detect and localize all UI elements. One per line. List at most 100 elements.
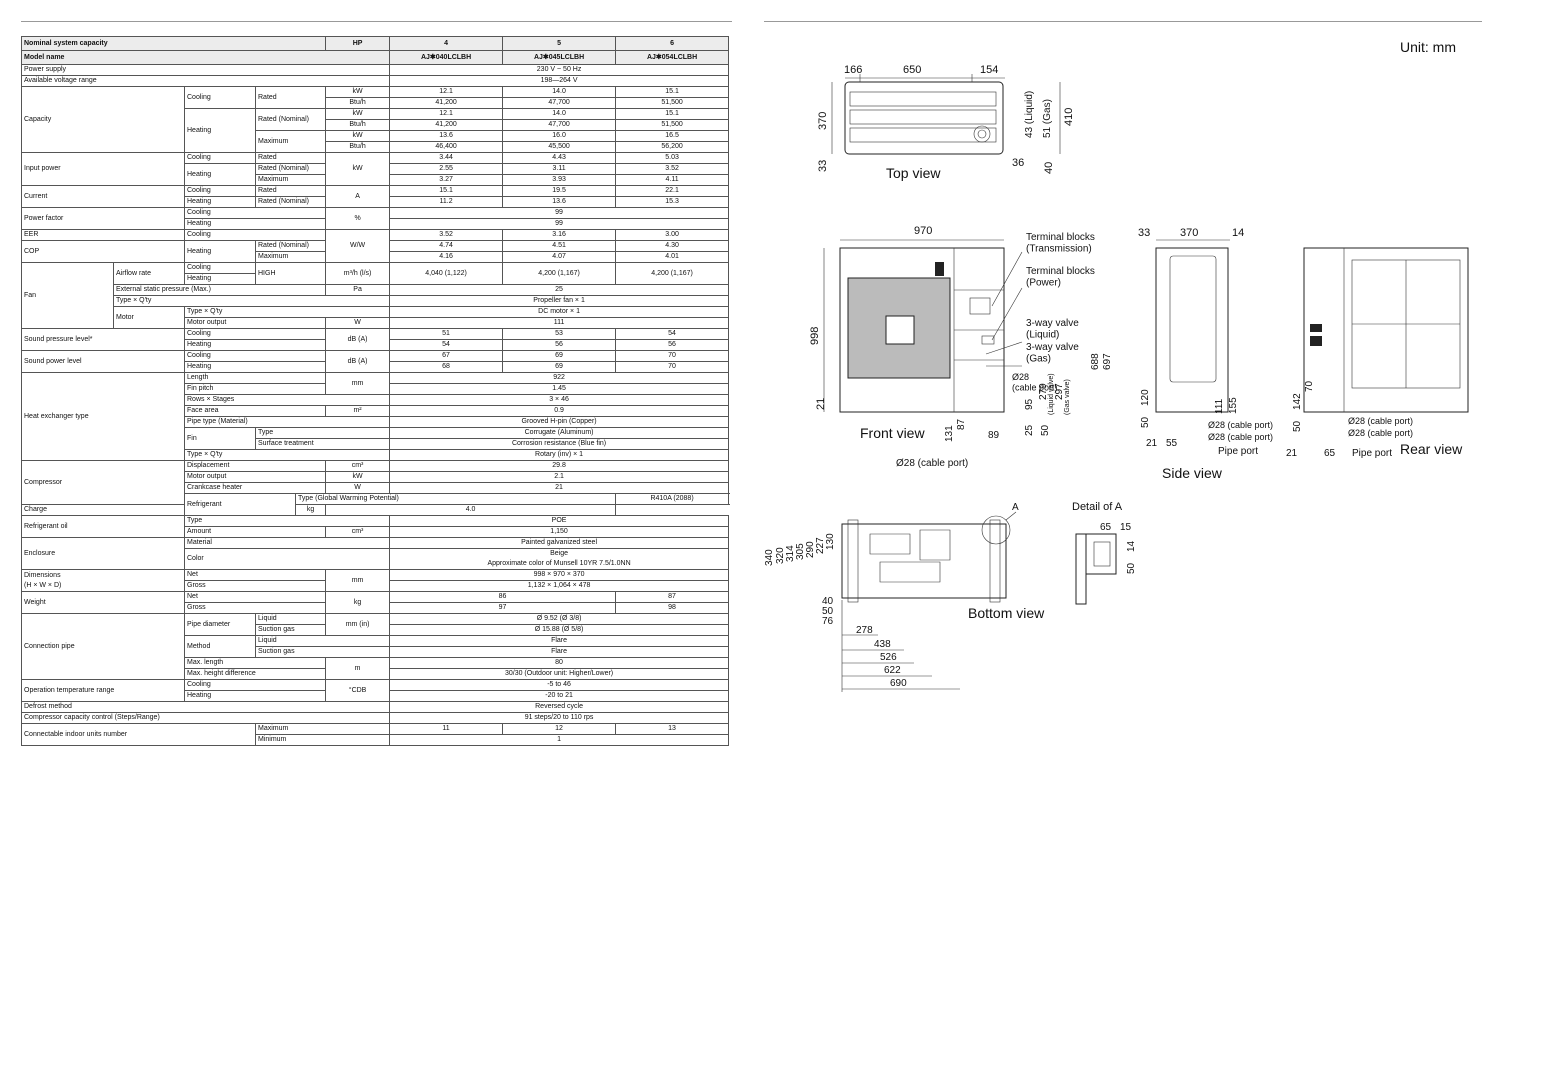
spec-cell: Rated (Nominal) bbox=[254, 108, 327, 131]
spec-cell: 4.01 bbox=[615, 251, 730, 263]
bottom-left-dims: 340 320 314 305 290 227 130 bbox=[764, 533, 836, 566]
top-d33: 33 bbox=[817, 160, 829, 172]
front-d25: 25 bbox=[1024, 424, 1035, 436]
detail-a: Detail of A 65 15 14 50 bbox=[1072, 501, 1137, 605]
spec-cell: 11 bbox=[389, 723, 504, 735]
side-d50: 50 bbox=[1140, 416, 1151, 428]
spec-cell: 3.27 bbox=[389, 174, 504, 186]
spec-cell: 3.00 bbox=[615, 229, 730, 241]
spec-cell: 4.51 bbox=[502, 240, 617, 252]
spec-cell: Heating bbox=[183, 218, 327, 230]
spec-cell: 13.6 bbox=[389, 130, 504, 142]
spec-cell: EER bbox=[21, 229, 185, 241]
front-view-label: Front view bbox=[860, 425, 925, 441]
spec-cell: Max. height difference bbox=[183, 668, 327, 680]
top-d650: 650 bbox=[903, 64, 921, 76]
spec-cell: Motor bbox=[113, 306, 185, 329]
spec-cell: Pipe diameter bbox=[184, 613, 256, 636]
spec-cell: 3 × 46 bbox=[389, 394, 730, 406]
spec-cell: 70 bbox=[615, 350, 730, 362]
spec-cell: Nominal system capacity bbox=[20, 36, 327, 51]
spec-cell: % bbox=[325, 207, 391, 230]
spec-cell: Btu/h bbox=[325, 141, 391, 153]
spec-cell: 6 bbox=[615, 36, 730, 51]
spec-cell: Heating bbox=[184, 163, 256, 186]
spec-cell: HIGH bbox=[254, 262, 327, 285]
spec-cell: 2.55 bbox=[389, 163, 504, 175]
spec-cell: 99 bbox=[389, 207, 730, 219]
spec-cell: Enclosure bbox=[21, 537, 185, 570]
spec-cell: 21 bbox=[389, 482, 730, 494]
spec-cell: cm³ bbox=[325, 460, 391, 472]
front-d998: 998 bbox=[809, 327, 821, 345]
spec-cell: Type (Global Warming Potential) bbox=[294, 493, 617, 505]
spec-cell: Compressor capacity control (Steps/Range… bbox=[20, 712, 391, 724]
front-d95: 95 bbox=[1024, 398, 1035, 410]
spec-cell: Flare bbox=[389, 646, 730, 658]
top-d40: 40 bbox=[1043, 162, 1055, 174]
top-gas: 51 (Gas) bbox=[1042, 99, 1053, 138]
spec-cell: 16.0 bbox=[502, 130, 617, 142]
spec-cell: 2.1 bbox=[389, 471, 730, 483]
front-d21: 21 bbox=[815, 398, 827, 410]
spec-cell: 99 bbox=[389, 218, 730, 230]
spec-cell: 4.11 bbox=[615, 174, 730, 186]
front-cable-port: Ø28 (cable port) bbox=[896, 458, 968, 469]
bottom-d40: 40 bbox=[822, 596, 834, 607]
spec-cell: Type × Q'ty bbox=[183, 306, 391, 318]
spec-cell: Length bbox=[183, 372, 327, 384]
top-d36: 36 bbox=[1012, 157, 1024, 169]
spec-cell: Fan bbox=[21, 262, 114, 329]
spec-cell: 111 bbox=[389, 317, 730, 329]
spec-cell: 19.5 bbox=[502, 185, 617, 197]
spec-cell: 12.1 bbox=[389, 86, 504, 98]
bottom-d438: 438 bbox=[874, 639, 891, 650]
spec-cell: Gross bbox=[183, 580, 327, 592]
spec-cell: 70 bbox=[615, 361, 730, 373]
detail-a-label: Detail of A bbox=[1072, 501, 1123, 513]
spec-cell: -5 to 46 bbox=[389, 679, 730, 691]
rear-d50: 50 bbox=[1292, 420, 1303, 432]
spec-cell: m² bbox=[325, 405, 391, 417]
spec-cell: 12 bbox=[502, 723, 617, 735]
spec-cell: Type bbox=[254, 427, 391, 439]
spec-cell: 91 steps/20 to 110 rps bbox=[389, 712, 730, 724]
spec-cell: Corrugate (Aluminum) bbox=[389, 427, 730, 439]
spec-cell: Heating bbox=[183, 361, 327, 373]
spec-cell: mm bbox=[325, 372, 391, 395]
rear-pipe-port: Pipe port bbox=[1352, 448, 1392, 459]
spec-cell: Type × Q'ty bbox=[183, 449, 391, 461]
spec-cell: Rated bbox=[254, 152, 327, 164]
spec-cell: kW bbox=[325, 108, 391, 120]
spec-cell: Ø 9.52 (Ø 3/8) bbox=[389, 613, 730, 625]
spec-cell: 1,132 × 1,064 × 478 bbox=[389, 580, 730, 592]
spec-cell: AJ✱054LCLBH bbox=[615, 50, 730, 65]
spec-cell: Refrigerant oil bbox=[21, 515, 185, 538]
spec-cell: 87 bbox=[615, 591, 730, 603]
spec-cell: Ø 15.88 (Ø 5/8) bbox=[389, 624, 730, 636]
spec-cell: 54 bbox=[389, 339, 504, 351]
spec-cell: Heat exchanger type bbox=[21, 372, 185, 461]
spec-cell: kW bbox=[325, 130, 391, 142]
side-d155: 155 bbox=[1228, 397, 1239, 414]
spec-cell: kW bbox=[325, 86, 391, 98]
spec-cell: Maximum bbox=[254, 174, 327, 186]
spec-cell: 56 bbox=[615, 339, 730, 351]
spec-cell: 51,500 bbox=[615, 97, 730, 109]
spec-cell: 41,200 bbox=[389, 119, 504, 131]
spec-cell: Method bbox=[184, 635, 256, 658]
spec-cell: Sound power level bbox=[21, 350, 185, 373]
spec-cell: Painted galvanized steel bbox=[389, 537, 730, 549]
spec-cell: Corrosion resistance (Blue fin) bbox=[389, 438, 730, 450]
spec-cell: 41,200 bbox=[389, 97, 504, 109]
spec-cell: 22.1 bbox=[615, 185, 730, 197]
spec-cell: Btu/h bbox=[325, 97, 391, 109]
